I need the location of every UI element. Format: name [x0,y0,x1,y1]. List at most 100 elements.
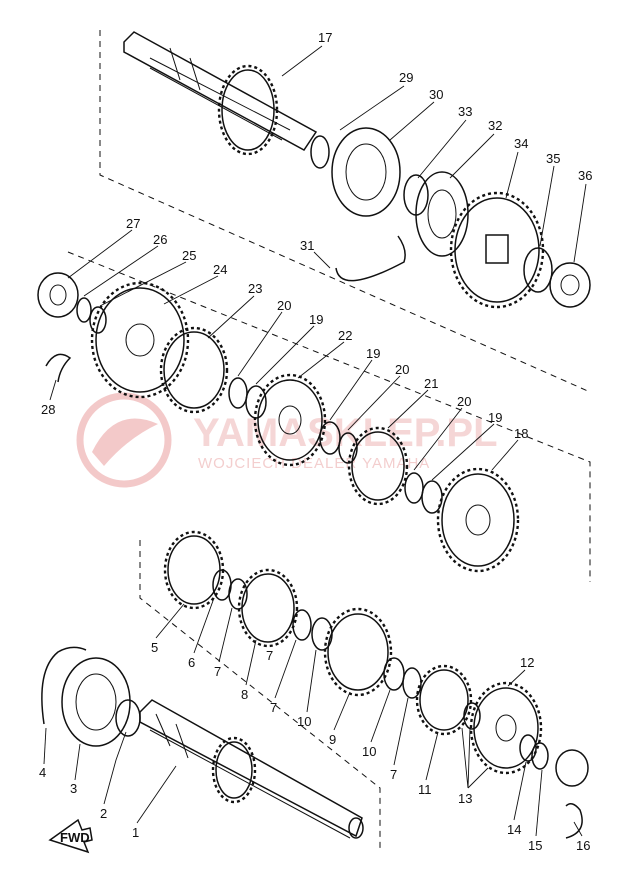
callout-26: 26 [153,232,167,247]
callout-34: 34 [514,136,528,151]
callout-18: 18 [514,426,528,441]
callout-19a: 19 [309,312,323,327]
circlip-4 [41,646,87,725]
drive-axle-shaft [123,31,318,151]
main-axle-integral-gear [215,741,253,799]
callout-7d: 7 [390,767,397,782]
callout-31: 31 [300,238,314,253]
callout-30: 30 [429,87,443,102]
sprocket-34 [454,197,540,303]
washer-10b [383,657,405,691]
callout-27: 27 [126,216,140,231]
callout-7c: 7 [270,700,277,715]
bearing-30 [331,127,401,217]
main-axle-group [41,646,364,839]
fwd-label: FWD [60,830,90,845]
gear-12 [473,687,539,769]
callout-35: 35 [546,151,560,166]
callout-7b: 7 [266,648,273,663]
bearing-16 [555,749,589,787]
callout-22: 22 [338,328,352,343]
callout-10b: 10 [362,744,376,759]
callout-12: 12 [520,655,534,670]
callout-9: 9 [329,732,336,747]
circlip-7b [292,609,312,641]
circlip-28 [45,353,72,383]
callout-5: 5 [151,640,158,655]
callout-labels: 1 2 3 4 5 6 7 7 8 7 10 9 10 7 11 12 13 1… [39,30,592,853]
circlip-19b [319,421,341,455]
leader-lines [43,45,587,837]
callout-2: 2 [100,806,107,821]
fwd-arrow: FWD [48,818,93,854]
gear-5 [167,535,221,605]
gear-17 [221,69,275,151]
collar-29 [310,135,330,169]
circlip-14 [519,734,537,762]
callout-14: 14 [507,822,521,837]
bearing-27 [37,272,79,318]
gear-8 [241,573,295,643]
drive-axle-group [123,31,591,309]
washer-15 [531,742,549,770]
callout-1: 1 [132,825,139,840]
callout-20c: 20 [457,394,471,409]
gear-11 [419,669,469,731]
nut-36 [549,262,591,308]
watermark-logo-icon [76,392,172,488]
callout-17: 17 [318,30,332,45]
callout-6: 6 [188,655,195,670]
gear-24 [95,287,185,393]
callout-19b: 19 [366,346,380,361]
bearing-3 [61,657,131,747]
gear-22 [257,379,323,461]
washer-20a [228,377,248,409]
callout-33: 33 [458,104,472,119]
callout-8: 8 [241,687,248,702]
watermark: YAMASKLEP.PL WOJCIECH DEALER YAMAHA [76,392,498,488]
washer-13 [463,702,481,730]
main-axle-gear-group [163,530,589,839]
callout-19c: 19 [488,410,502,425]
middle-gear-group [37,272,520,573]
callout-29: 29 [399,70,413,85]
gear-18 [441,473,515,567]
callout-28: 28 [41,402,55,417]
gear-9 [327,613,389,691]
watermark-logo-swoosh-icon [92,418,158,466]
callout-11: 11 [418,782,432,797]
callout-24: 24 [213,262,227,277]
washer-20c [404,472,424,504]
callout-25: 25 [182,248,196,263]
callout-3: 3 [70,781,77,796]
callout-16: 16 [576,838,590,853]
gear-21 [351,431,405,501]
gear-23 [163,331,225,409]
callout-20a: 20 [277,298,291,313]
seal-32 [415,171,469,257]
callout-13: 13 [458,791,472,806]
callout-15: 15 [528,838,542,853]
circlip-25 [89,306,107,334]
circlip-31 [335,235,406,282]
circlip-7c [402,667,422,699]
washer-26 [76,297,92,323]
circlip-19c [421,480,443,514]
fwd-arrow-icon [48,818,93,854]
callout-7a: 7 [214,664,221,679]
main-axle-shaft [139,699,363,838]
frame-upper [99,30,591,393]
callout-36: 36 [578,168,592,183]
circlip-16 [565,803,583,839]
frame-lower [139,540,381,848]
callout-20b: 20 [395,362,409,377]
callout-10a: 10 [297,714,311,729]
callout-21: 21 [424,376,438,391]
washer-35 [523,247,553,293]
watermark-tagline: WOJCIECH DEALER YAMAHA [198,455,430,472]
callout-4: 4 [39,765,46,780]
frame-middle [67,251,591,582]
callout-32: 32 [488,118,502,133]
callout-23: 23 [248,281,262,296]
